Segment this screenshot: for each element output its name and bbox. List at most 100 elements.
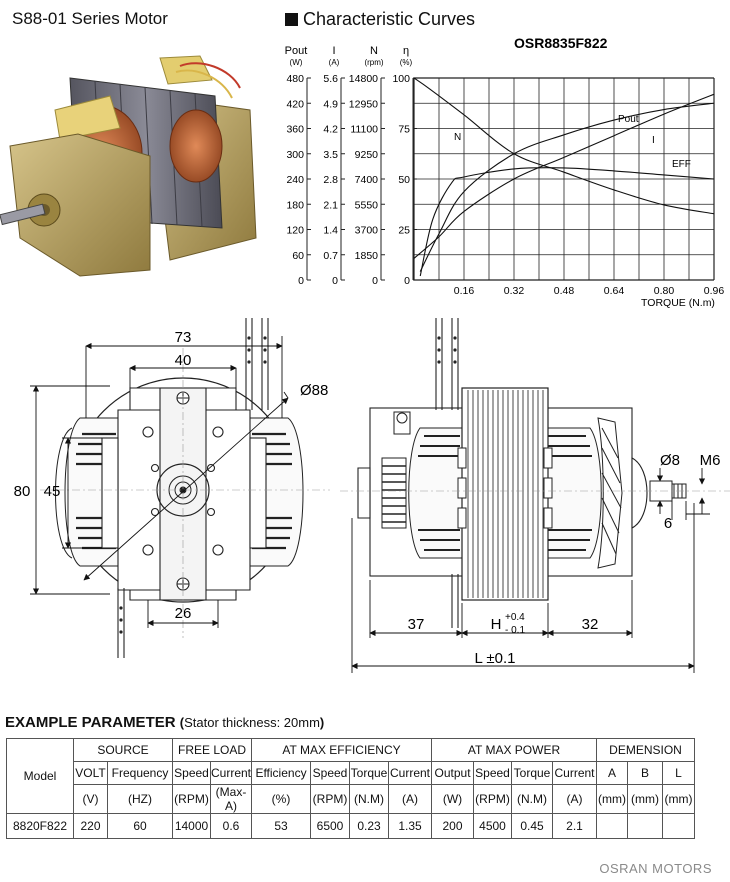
unit-row: (V)(HZ)(RPM)(Max-A)(%)(RPM)(N.M)(A)(W)(R… xyxy=(7,784,696,814)
axis-unit: (rpm) xyxy=(364,58,383,67)
y-tick-label: 480 xyxy=(286,73,304,85)
y-tick-label: 1.4 xyxy=(323,225,338,237)
dim-h-plus: +0.4 xyxy=(505,612,525,623)
dim-l: L ±0.1 xyxy=(474,650,515,667)
dim-h: H xyxy=(491,616,502,633)
y-tick-label: 300 xyxy=(286,149,304,161)
value-cell: 60 xyxy=(107,813,173,839)
dim-40: 40 xyxy=(175,352,192,369)
unit-cell: (mm) xyxy=(662,784,696,814)
y-tick-label: 9250 xyxy=(355,149,379,161)
subheader-cell: Speed xyxy=(172,761,211,785)
subheader-cell: Torque xyxy=(349,761,390,785)
y-tick-label: 180 xyxy=(286,199,304,211)
value-cell: 0.23 xyxy=(349,813,390,839)
square-bullet-icon xyxy=(285,13,298,26)
subheader-cell: Speed xyxy=(473,761,513,785)
value-cell: 4500 xyxy=(473,813,513,839)
axis-unit: (W) xyxy=(290,58,303,67)
subheader-cell: Output xyxy=(431,761,475,785)
model-header: Model xyxy=(6,738,74,814)
y-tick-label: 5550 xyxy=(355,199,379,211)
y-tick-label: 50 xyxy=(398,174,410,186)
y-tick-label: 0 xyxy=(404,275,410,287)
dim-diameter-88: Ø88 xyxy=(300,382,328,399)
subheader-cell: Frequency xyxy=(107,761,173,785)
value-cell: 200 xyxy=(431,813,475,839)
series-line-pout xyxy=(419,102,715,272)
series-title: S88-01 Series Motor xyxy=(12,9,168,28)
axis-name: Pout xyxy=(285,45,308,57)
y-tick-label: 4.2 xyxy=(323,124,338,136)
value-cell: 1.35 xyxy=(388,813,433,839)
dim-45: 45 xyxy=(44,483,61,500)
y-tick-label: 120 xyxy=(286,225,304,237)
subheader-cell: Efficiency xyxy=(251,761,312,785)
x-tick-label: 0.64 xyxy=(604,285,625,297)
x-tick-label: 0.16 xyxy=(454,285,475,297)
parameter-table: Model SOURCE FREE LOAD AT MAX EFFICIENCY… xyxy=(6,738,696,839)
subheader-cell: VOLT xyxy=(73,761,108,785)
unit-cell: (RPM) xyxy=(473,784,513,814)
unit-cell: (mm) xyxy=(596,784,629,814)
series-label: Pout xyxy=(618,114,639,125)
y-tick-label: 3.5 xyxy=(323,149,338,161)
unit-cell: (A) xyxy=(388,784,433,814)
y-tick-label: 0.7 xyxy=(323,250,338,262)
motor-photo xyxy=(0,55,257,277)
dim-37: 37 xyxy=(408,616,425,633)
axis-unit: (A) xyxy=(329,58,340,67)
y-tick-label: 11100 xyxy=(350,124,378,136)
group-source: SOURCE xyxy=(73,738,173,762)
subheader-cell: Current xyxy=(388,761,433,785)
value-cell: 0.45 xyxy=(511,813,554,839)
y-tick-label: 240 xyxy=(286,174,304,186)
x-axis-label: TORQUE (N.m) xyxy=(641,297,715,309)
characteristic-chart: OSR8835F822 Pout(W)I(A)N(rpm)η(%) 480420… xyxy=(285,35,725,309)
curves-title: Characteristic Curves xyxy=(285,9,475,30)
series-line-eff xyxy=(419,167,715,277)
y-tick-label: 100 xyxy=(392,73,410,85)
y-tick-label: 0 xyxy=(372,275,378,287)
dim-80: 80 xyxy=(14,483,31,500)
value-cell xyxy=(596,813,629,839)
y-tick-label: 25 xyxy=(398,225,410,237)
unit-cell: (V) xyxy=(73,784,108,814)
stator-thickness: Stator thickness: 20mm xyxy=(184,715,320,730)
side-view-drawing: 37 H 32 L ±0.1 Ø8 M6 6 +0.4 - 0.1 xyxy=(340,318,730,673)
axis-name: I xyxy=(332,45,335,57)
unit-cell: (RPM) xyxy=(310,784,351,814)
y-tick-label: 60 xyxy=(292,250,304,262)
y-tick-label: 5.6 xyxy=(323,73,338,85)
unit-cell: (RPM) xyxy=(172,784,211,814)
dim-diameter-8: Ø8 xyxy=(660,452,680,469)
y-tick-label: 0 xyxy=(332,275,338,287)
x-tick-label: 0.80 xyxy=(654,285,675,297)
series-line-n xyxy=(413,77,715,215)
value-cell: 6500 xyxy=(310,813,351,839)
value-cell xyxy=(662,813,696,839)
value-cell xyxy=(627,813,664,839)
chart-curves xyxy=(413,77,715,277)
dim-h-minus: - 0.1 xyxy=(505,625,525,636)
subheader-cell: A xyxy=(596,761,629,785)
chart-grid xyxy=(413,77,715,281)
dim-m6: M6 xyxy=(700,452,721,469)
dim-32: 32 xyxy=(582,616,599,633)
series-label: I xyxy=(652,135,655,146)
value-cell: 220 xyxy=(73,813,108,839)
example-parameter-title: EXAMPLE PARAMETER (Stator thickness: 20m… xyxy=(5,714,324,731)
value-cell: 53 xyxy=(251,813,312,839)
subheader-cell: L xyxy=(662,761,696,785)
y-tick-label: 420 xyxy=(286,98,304,110)
unit-cell: (N.M) xyxy=(349,784,390,814)
dim-6: 6 xyxy=(664,515,672,532)
group-free-load: FREE LOAD xyxy=(171,738,253,762)
y-tick-label: 4.9 xyxy=(323,98,338,110)
unit-cell: (HZ) xyxy=(107,784,173,814)
value-cell: 2.1 xyxy=(552,813,598,839)
model-cell: 8820F822 xyxy=(6,813,74,839)
brand-footer: OSRAN MOTORS xyxy=(599,861,712,876)
unit-cell: (mm) xyxy=(627,784,664,814)
